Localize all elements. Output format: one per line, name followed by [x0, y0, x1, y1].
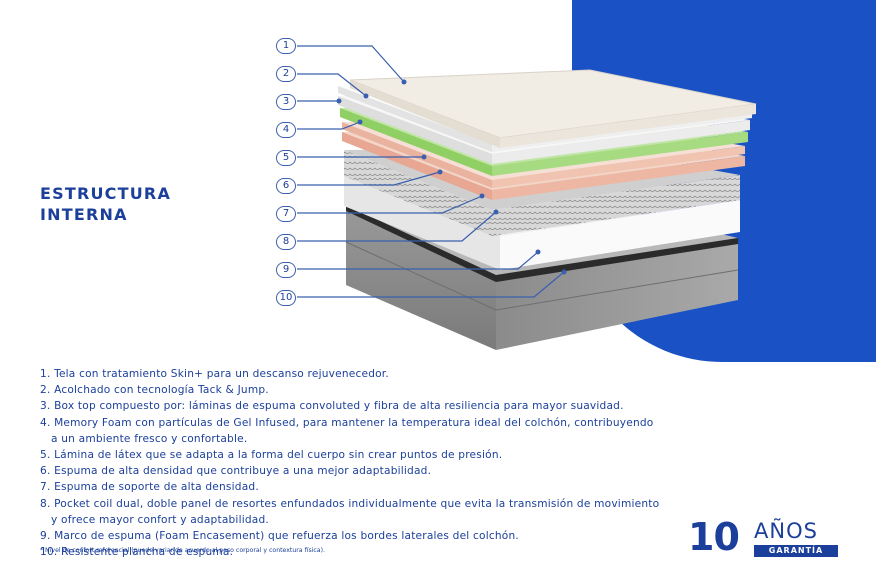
feature-item: 8. Pocket coil dual, doble panel de reso…	[40, 497, 660, 510]
layer-badge-4: 4	[276, 122, 296, 138]
title-line-2: INTERNA	[40, 205, 128, 224]
warranty-number: 10	[688, 515, 740, 559]
section-title: ESTRUCTURA INTERNA	[40, 183, 171, 225]
layer-badge-5: 5	[276, 150, 296, 166]
feature-item: 2. Acolchado con tecnología Tack & Jump.	[40, 384, 269, 397]
layer-badge-8: 8	[276, 234, 296, 250]
quilted-top-layer	[349, 69, 757, 148]
mattress-diagram	[297, 45, 757, 350]
feature-item: 7. Espuma de soporte de alta densidad.	[40, 481, 259, 494]
feature-item: 10. Resistente plancha de espuma.	[40, 546, 234, 559]
layer-badge-9: 9	[276, 262, 296, 278]
feature-item-continuation: y ofrece mayor confort y adaptabilidad.	[51, 513, 269, 526]
layer-badge-6: 6	[276, 178, 296, 194]
warranty-badge: 10 AÑOS GARANTÍA	[688, 517, 848, 561]
feature-item-continuation: a un ambiente fresco y confortable.	[51, 432, 248, 445]
layer-badge-2: 2	[276, 66, 296, 82]
layer-badge-7: 7	[276, 206, 296, 222]
layer-badge-1: 1	[276, 38, 296, 54]
warranty-label: GARANTÍA	[754, 545, 838, 557]
leader-lines	[297, 45, 565, 298]
footnote: * Nivel de confort referencial (puede va…	[40, 547, 325, 554]
title-line-1: ESTRUCTURA	[40, 184, 172, 203]
feature-item: 9. Marco de espuma (Foam Encasement) que…	[40, 530, 519, 543]
leader-dots	[336, 79, 567, 275]
feature-item: 1. Tela con tratamiento Skin+ para un de…	[40, 368, 389, 380]
warranty-years: AÑOS	[754, 519, 818, 543]
layer-badge-3: 3	[276, 94, 296, 110]
layer-badge-10: 10	[276, 290, 296, 306]
feature-list: 1. Tela con tratamiento Skin+ para un de…	[40, 366, 659, 560]
feature-item: 6. Espuma de alta densidad que contribuy…	[40, 465, 432, 478]
feature-item: 5. Lámina de látex que se adapta a la fo…	[40, 449, 503, 462]
feature-item: 4. Memory Foam con partículas de Gel Inf…	[40, 416, 654, 429]
feature-item: 3. Box top compuesto por: láminas de esp…	[40, 400, 624, 413]
